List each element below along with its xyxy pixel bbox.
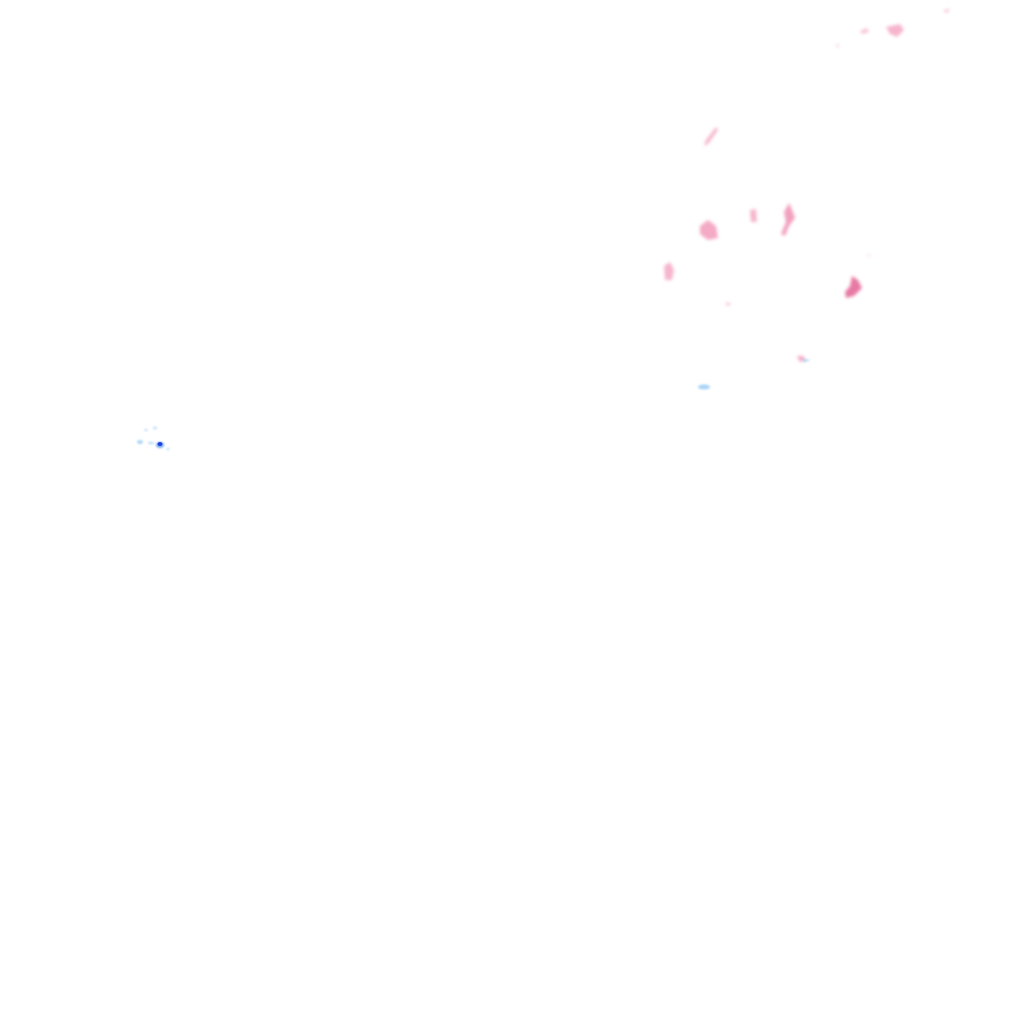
precip-cell — [750, 209, 757, 222]
precip-cell — [868, 253, 870, 258]
precip-cell — [157, 442, 163, 446]
precip-cell — [153, 427, 157, 429]
precip-cell — [725, 302, 731, 306]
precip-cell — [836, 44, 839, 48]
precip-cell — [781, 203, 795, 236]
precip-cell — [166, 447, 170, 451]
precip-cell — [700, 220, 718, 240]
precip-cell — [664, 262, 674, 280]
precip-cell — [802, 359, 811, 362]
precip-cell — [148, 442, 154, 444]
precip-cell — [860, 28, 869, 34]
precip-cell — [137, 440, 143, 444]
precip-cell — [943, 9, 950, 13]
precip-cell — [845, 276, 862, 298]
precip-cell — [698, 384, 710, 390]
precip-cell — [144, 429, 148, 431]
precip-cell — [886, 24, 904, 37]
precip-cell — [704, 127, 718, 146]
